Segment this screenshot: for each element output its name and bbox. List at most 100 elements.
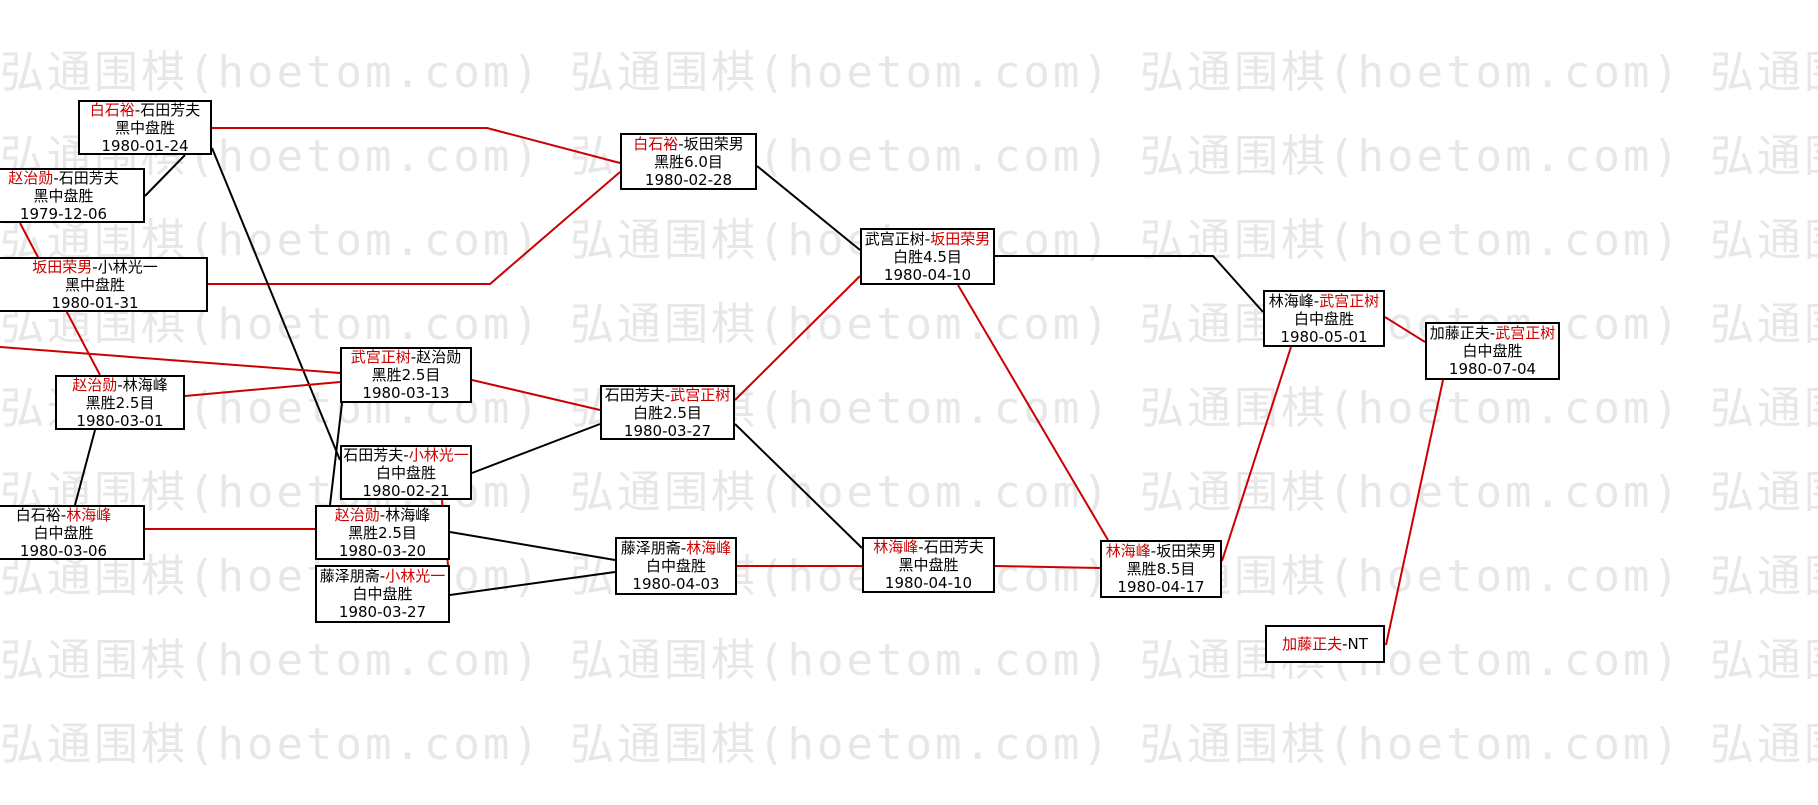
player-white: 坂田荣男 <box>1156 542 1217 560</box>
game-result: 黑胜2.5目 <box>348 523 417 542</box>
player-separator: - <box>1342 635 1348 653</box>
player-black: 白石裕 <box>89 100 135 119</box>
game-result: 黑中盘胜 <box>114 118 175 137</box>
player-separator: - <box>92 257 98 276</box>
watermark-text: 弘通围棋(hoetom.com) <box>1710 792 1818 805</box>
player-white: 林海峰 <box>686 539 732 557</box>
player-black: 石田芳夫 <box>343 445 404 464</box>
game-date: 1980-03-27 <box>623 421 712 440</box>
game-box[interactable]: 加藤正夫-NT <box>1265 625 1385 663</box>
player-white: 石田芳夫 <box>923 538 984 556</box>
bracket-line <box>994 565 1101 569</box>
player-separator: - <box>53 168 59 187</box>
player-black: 藤泽朋斋 <box>620 539 681 557</box>
game-result: 白中盘胜 <box>645 557 706 575</box>
game-title: 石田芳夫-小林光一 <box>343 446 468 464</box>
player-white: 林海峰 <box>385 505 431 524</box>
watermark-text: 弘通围棋(hoetom.com) <box>1710 467 1818 518</box>
game-date: 1980-02-21 <box>362 481 450 500</box>
bracket-line <box>734 423 863 549</box>
game-title: 藤泽朋斋-小林光一 <box>320 567 445 585</box>
watermark-text: 弘通围棋(hoetom.com) <box>1710 635 1818 686</box>
bracket-line <box>212 127 621 164</box>
watermark-text: 弘通围棋(hoetom.com) <box>570 792 1112 805</box>
player-separator: - <box>1489 324 1496 342</box>
game-result: 白中盘胜 <box>375 463 436 482</box>
game-title: 白石裕-坂田荣男 <box>633 135 743 153</box>
player-separator: - <box>60 505 67 524</box>
game-result: 黑胜2.5目 <box>371 366 441 384</box>
player-black: 赵治勋 <box>8 168 54 187</box>
game-date: 1980-01-31 <box>51 293 139 312</box>
watermark-text: 弘通围棋(hoetom.com) <box>0 719 542 770</box>
game-result: 黑中盘胜 <box>64 275 125 294</box>
game-result: 黑胜2.5目 <box>85 393 155 412</box>
player-black: 藤泽朋斋 <box>319 567 380 585</box>
player-black: 白石裕 <box>15 505 61 524</box>
game-date: 1980-02-28 <box>644 170 733 189</box>
game-date: 1980-05-01 <box>1280 327 1368 346</box>
bracket-line <box>957 284 1109 541</box>
player-separator: - <box>379 567 386 585</box>
player-white: 石田芳夫 <box>140 100 201 119</box>
game-title: 赵治勋-林海峰 <box>72 376 167 394</box>
player-separator: - <box>410 348 417 366</box>
watermark-text: 弘通围棋(hoetom.com) <box>570 215 1112 266</box>
bracket-line <box>211 147 341 461</box>
bracket-line <box>208 171 621 285</box>
watermark-text: 弘通围棋(hoetom.com) <box>1140 383 1682 434</box>
bracket-line <box>449 571 616 596</box>
player-black: 加藤正夫 <box>1282 635 1343 653</box>
player-separator: - <box>117 375 123 394</box>
player-separator: - <box>1150 542 1157 560</box>
player-white: 武宫正树 <box>1319 291 1380 310</box>
game-title: 坂田荣男-小林光一 <box>32 258 157 276</box>
player-white: 赵治勋 <box>416 348 462 366</box>
watermark-text: 弘通围棋(hoetom.com) <box>1710 383 1818 434</box>
player-white: NT <box>1347 635 1368 653</box>
bracket-line <box>1221 346 1292 562</box>
watermark-text: 弘通围棋(hoetom.com) <box>570 47 1112 98</box>
game-result: 白中盘胜 <box>1462 342 1523 360</box>
game-title: 武宫正树-坂田荣男 <box>865 230 990 248</box>
bracket-line <box>471 423 601 474</box>
game-result: 黑中盘胜 <box>898 556 959 574</box>
watermark-text: 弘通围棋(hoetom.com) <box>1140 131 1682 182</box>
bracket-line <box>0 346 341 374</box>
game-date: 1980-04-10 <box>884 574 973 592</box>
player-black: 赵治勋 <box>334 505 380 524</box>
bracket-line <box>734 275 861 401</box>
watermark-text: 弘通围棋(hoetom.com) <box>1710 719 1818 770</box>
bracket-line <box>74 429 96 506</box>
player-black: 赵治勋 <box>72 375 118 394</box>
player-black: 白石裕 <box>633 134 679 153</box>
game-result: 黑胜8.5目 <box>1126 560 1196 578</box>
player-separator: - <box>678 134 684 153</box>
watermark-text: 弘通围棋(hoetom.com) <box>1140 299 1682 350</box>
player-white: 武宫正树 <box>1495 324 1556 342</box>
game-title: 武宫正树-赵治勋 <box>351 348 461 366</box>
watermark-text: 弘通围棋(hoetom.com) <box>1140 635 1682 686</box>
game-date: 1980-01-24 <box>101 136 189 155</box>
player-separator: - <box>134 100 141 119</box>
bracket-line <box>144 154 186 197</box>
